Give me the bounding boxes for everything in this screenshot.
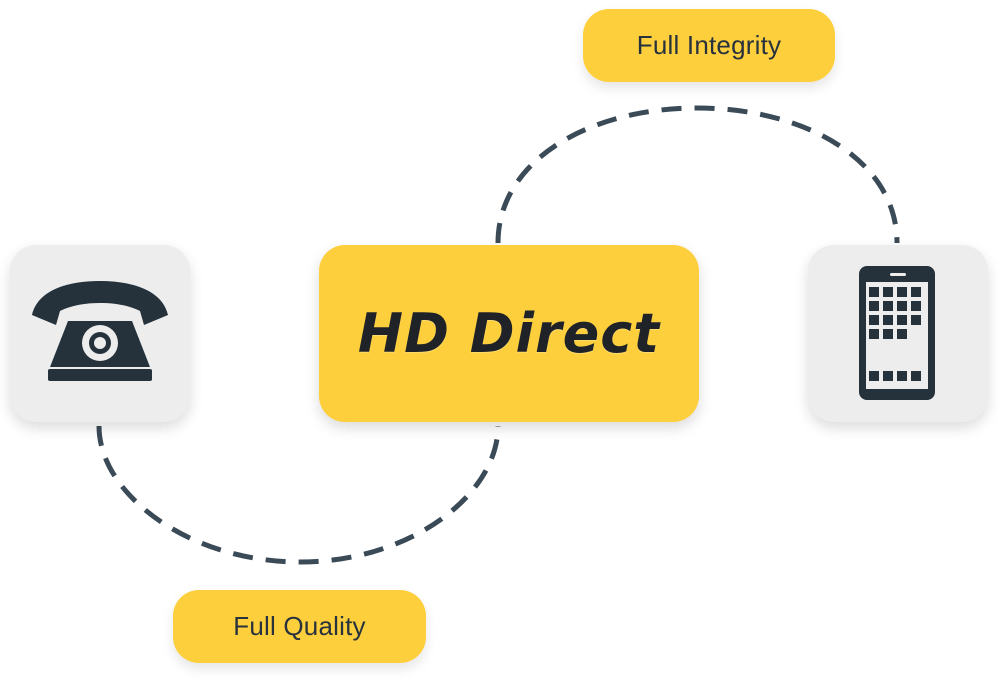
full-integrity-text: Full Integrity <box>636 30 782 60</box>
full-integrity-label: Full Integrity <box>583 9 835 82</box>
full-quality-text: Full Quality <box>233 611 366 641</box>
hd-direct-box: HD Direct <box>319 245 699 422</box>
rotary-telephone-icon <box>32 281 168 381</box>
hd-direct-title: HD Direct <box>357 302 661 365</box>
bottom-dashed-arc <box>96 425 501 565</box>
top-dashed-arc <box>495 105 900 244</box>
telephone-tile <box>10 245 190 422</box>
tablet-tile <box>808 245 988 422</box>
tablet-icon <box>859 266 935 400</box>
full-quality-label: Full Quality <box>173 590 426 663</box>
